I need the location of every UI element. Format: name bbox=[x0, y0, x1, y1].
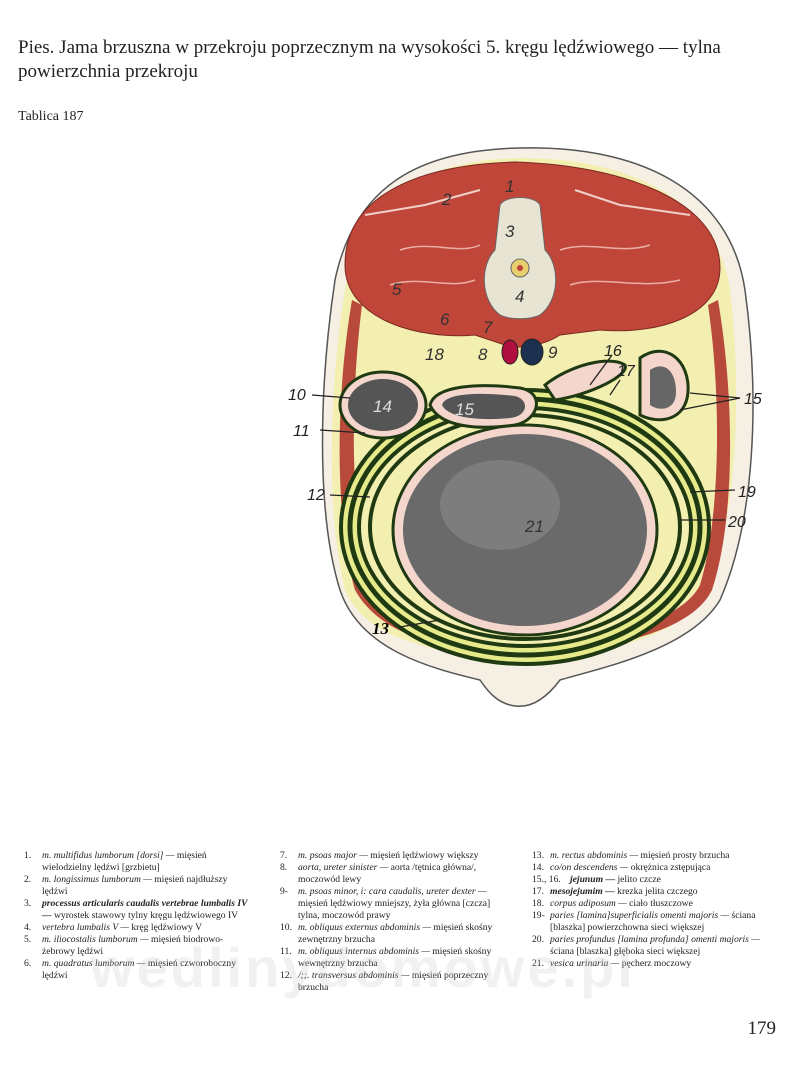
vena-cava bbox=[520, 338, 544, 366]
legend-item: 18.corpus adiposum — ciało tłuszczowe bbox=[532, 898, 693, 909]
legend-item: 6.m. quadratus lumborum — mięsień czworo… bbox=[24, 958, 237, 981]
label-15-inner: 15 bbox=[455, 400, 474, 419]
page-title: Pies. Jama brzuszna w przekroju poprzecz… bbox=[18, 37, 721, 82]
legend-item: 15., 16.jejunum — jelito czcze bbox=[532, 874, 661, 885]
legend-column-1: 1.m. multifidus lumborum [dorsi] — mięsi… bbox=[24, 850, 254, 982]
label-10: 10 bbox=[288, 387, 306, 404]
legend-item: 1.m. multifidus lumborum [dorsi] — mięsi… bbox=[24, 850, 207, 873]
label-16: 16 bbox=[604, 343, 622, 360]
legend-item: 8.aorta, ureter sinister — aorta /tętnic… bbox=[280, 862, 477, 885]
legend-item: 9-m. psoas minor, i: cara caudalis, uret… bbox=[280, 886, 491, 921]
legend-item: 12./;;. transversus abdominis — mięsień … bbox=[280, 970, 489, 993]
legend-item: 19-paries [lamina]superficialis omenti m… bbox=[532, 910, 756, 933]
label-20: 20 bbox=[727, 514, 746, 531]
legend-column-2: 7.m. psoas major — mięsień lędźwiowy wię… bbox=[280, 850, 510, 994]
label-2: 2 bbox=[441, 190, 452, 209]
jejunum-16 bbox=[542, 359, 627, 402]
label-18: 18 bbox=[425, 345, 444, 364]
legend-item: 20.paries profundus [lamina profunda] om… bbox=[532, 934, 760, 957]
legend-item: 5.m. iliocostalis lumborum — mięsień bio… bbox=[24, 934, 224, 957]
label-13: 13 bbox=[372, 619, 390, 638]
label-8: 8 bbox=[478, 345, 488, 364]
plate-number: Tablica 187 bbox=[18, 109, 84, 124]
watermark: wedlinydomowe.pl bbox=[90, 936, 636, 999]
label-9: 9 bbox=[548, 343, 558, 362]
legend-item: 10.m. obliquus externus abdominis — mięs… bbox=[280, 922, 493, 945]
legend-item: 4.vertebra lumbalis V — kręg lędźwiowy V bbox=[24, 922, 203, 933]
label-11: 11 bbox=[293, 423, 310, 440]
legend-item: 2.m. longissimus lumborum — mięsień najd… bbox=[24, 874, 228, 897]
label-14: 14 bbox=[373, 397, 392, 416]
label-1: 1 bbox=[505, 177, 514, 196]
legend-item: 14.co/on descendens — okrężnica zstępują… bbox=[532, 862, 711, 873]
label-19: 19 bbox=[738, 484, 756, 501]
label-3: 3 bbox=[505, 222, 515, 241]
label-4: 4 bbox=[515, 287, 524, 306]
aorta bbox=[501, 339, 519, 365]
legend-item: 13.m. rectus abdominis — mięsień prosty … bbox=[532, 850, 730, 861]
page-number: 179 bbox=[747, 1018, 777, 1039]
label-12: 12 bbox=[307, 487, 325, 504]
legend-item: 3.processus articularis caudalis vertebr… bbox=[24, 898, 248, 921]
legend-item: 17.mesojejumim — krezka jelita czczego bbox=[532, 886, 698, 897]
label-6: 6 bbox=[440, 310, 450, 329]
legend-item: 7.m. psoas major — mięsień lędźwiowy wię… bbox=[280, 850, 479, 861]
cross-section-illustration: 1 2 3 4 5 6 7 8 9 10 11 12 13 14 15 15 1… bbox=[288, 147, 762, 708]
lateral-muscle-left bbox=[339, 300, 515, 655]
vertebra bbox=[483, 197, 557, 320]
label-17: 17 bbox=[617, 363, 636, 380]
label-7: 7 bbox=[483, 318, 493, 337]
legend-item: 21.vesica urinaria — pęcherz moczowy bbox=[532, 958, 692, 969]
label-21: 21 bbox=[524, 517, 544, 536]
label-5: 5 bbox=[392, 280, 402, 299]
legend-item: 11.m. obliquus internus abdominis — mięs… bbox=[280, 946, 492, 969]
label-15: 15 bbox=[744, 391, 762, 408]
legend-column-3: 13.m. rectus abdominis — mięsień prosty … bbox=[532, 850, 777, 970]
